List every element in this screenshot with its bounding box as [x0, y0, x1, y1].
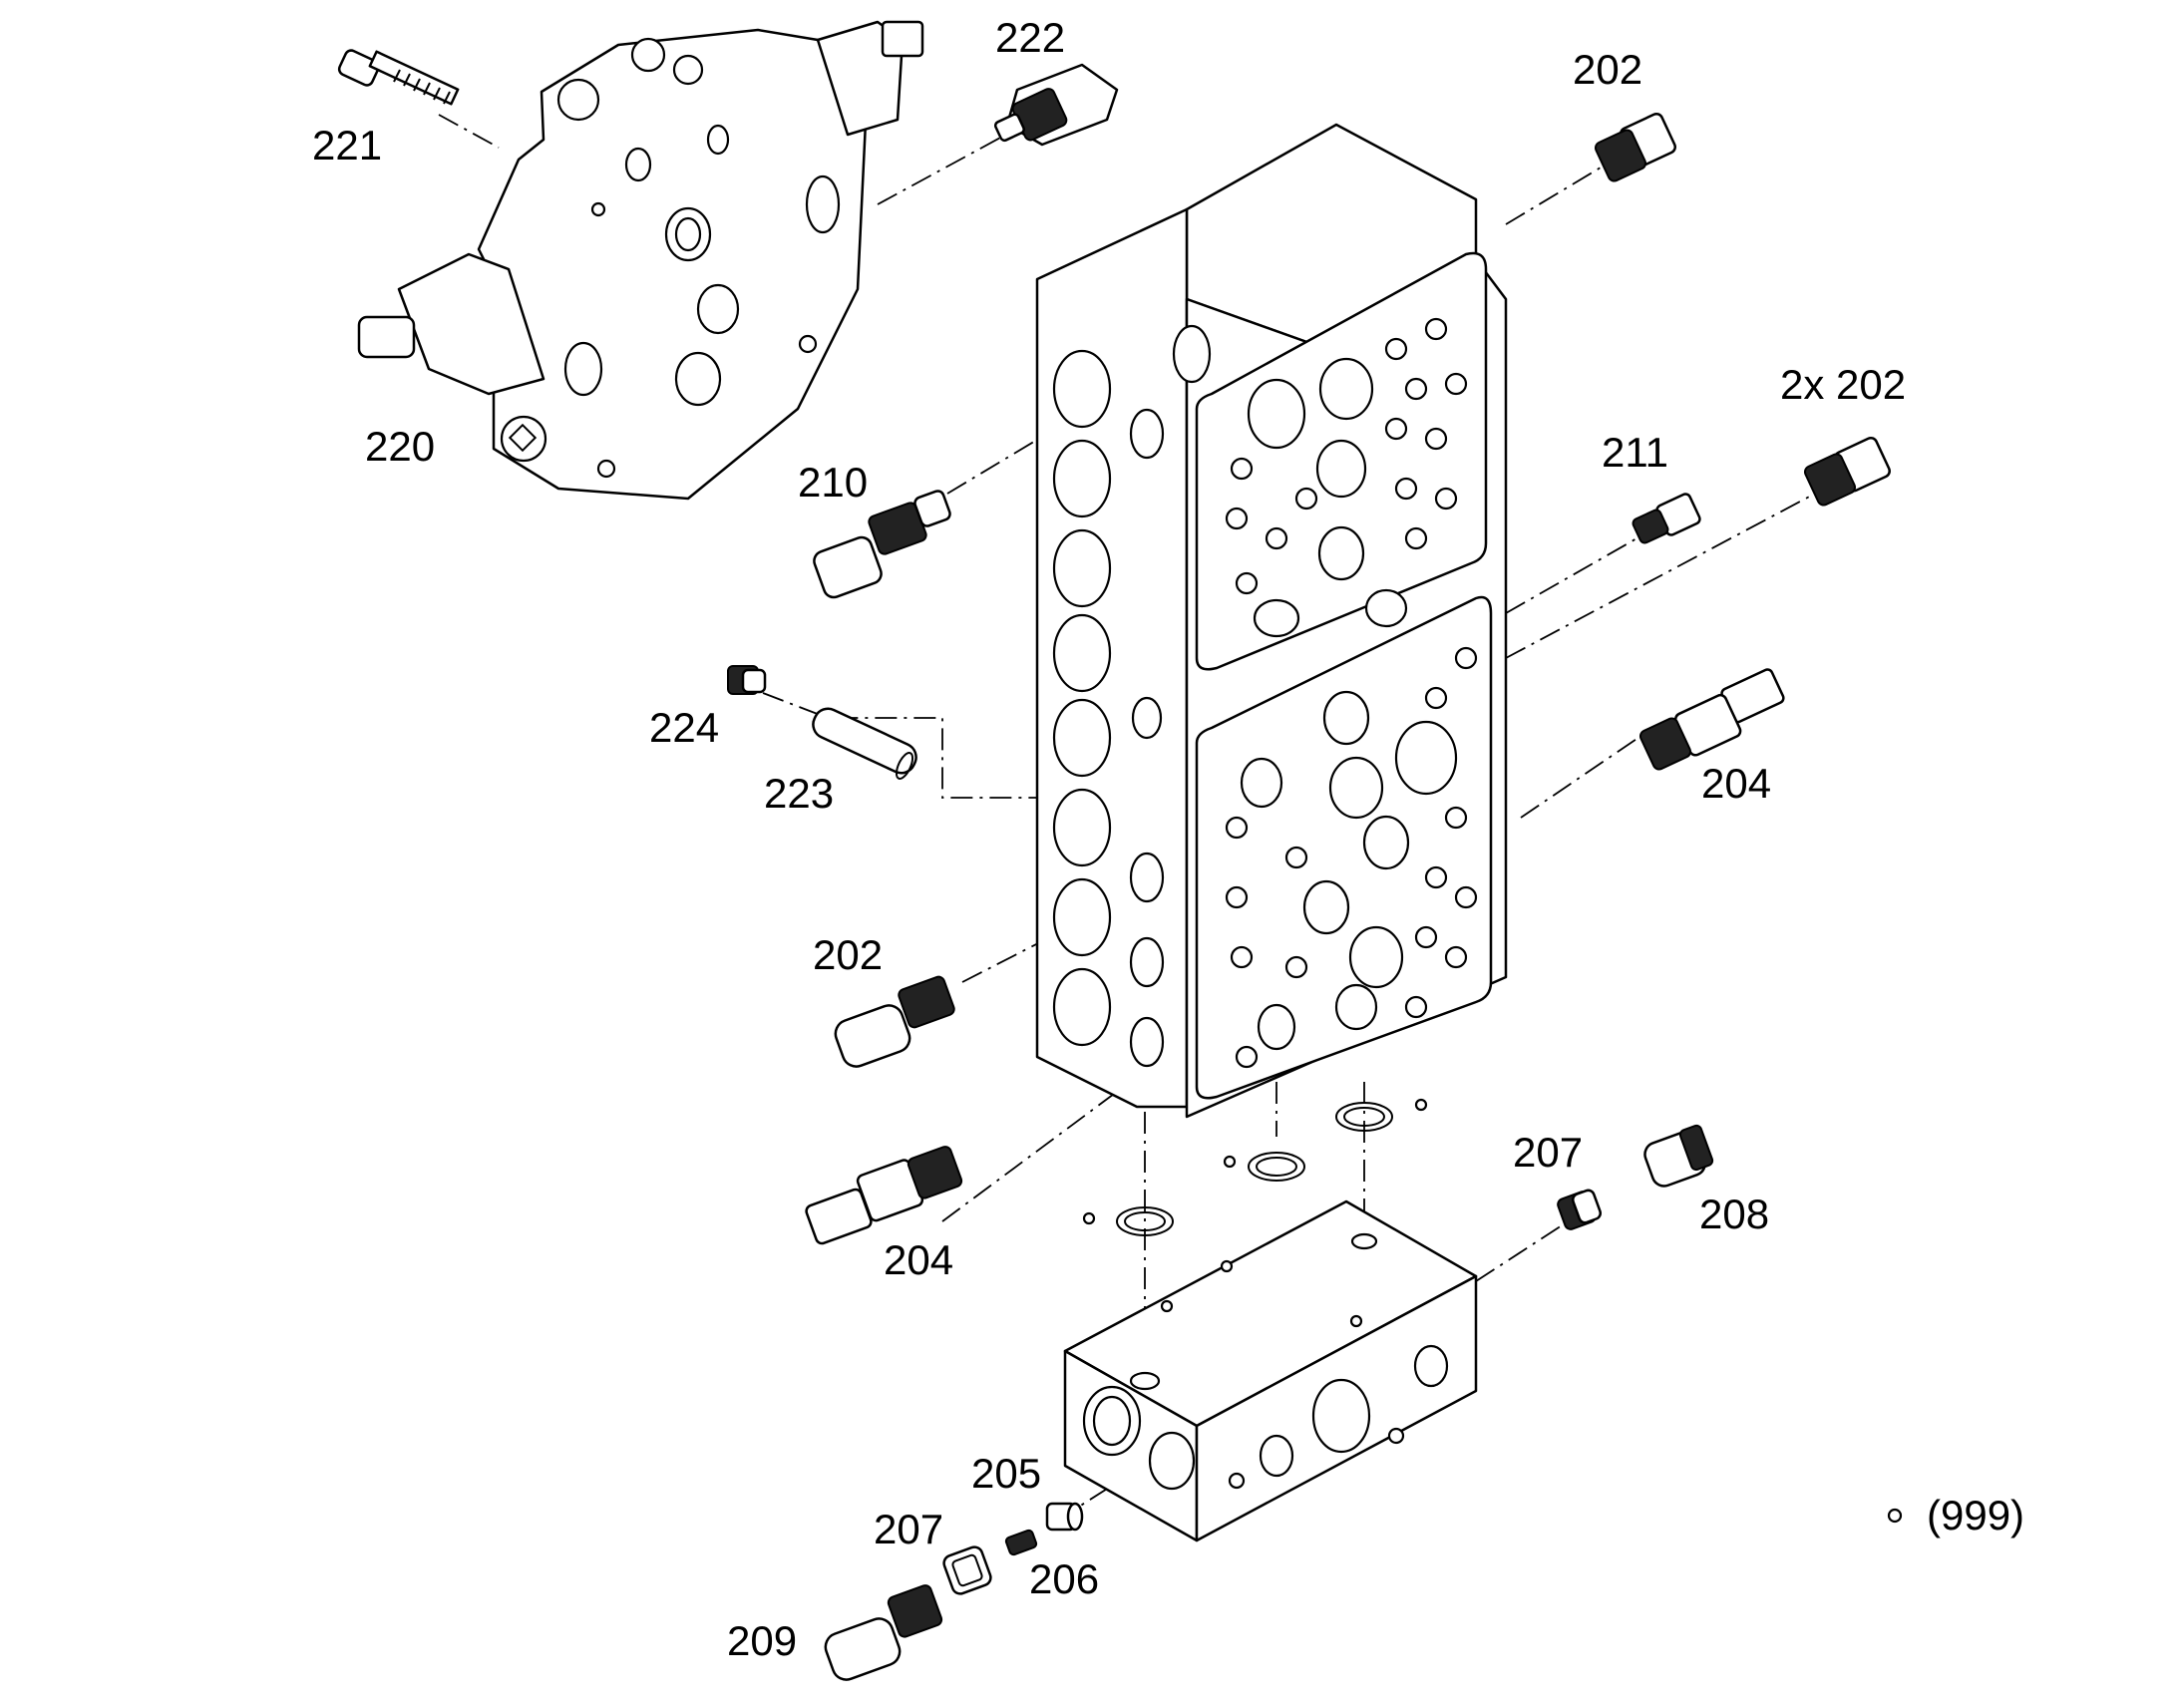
- part-223-pin: [812, 707, 917, 780]
- label-202-top: 202: [1573, 46, 1642, 93]
- part-224-plug: [727, 665, 767, 695]
- part-222-plug: [993, 63, 1119, 147]
- label-209: 209: [727, 1617, 797, 1664]
- label-211: 211: [1602, 429, 1668, 476]
- label-2x-202: 2x 202: [1780, 361, 1906, 408]
- part-206-spring: [1004, 1529, 1038, 1556]
- label-206: 206: [1029, 1555, 1099, 1602]
- part-204-left: [805, 1146, 963, 1245]
- small-circle-icon: [1887, 1508, 1903, 1524]
- part-210: [813, 490, 951, 599]
- part-2x202: [1803, 436, 1891, 507]
- part-211: [1632, 493, 1701, 544]
- main-valve-block: [1035, 123, 1508, 1119]
- o-rings: [1082, 1098, 1428, 1236]
- part-221-bolt: [337, 49, 460, 106]
- part-208: [1643, 1124, 1714, 1188]
- label-220: 220: [365, 423, 435, 470]
- label-221: 221: [312, 122, 382, 169]
- part-202-left: [834, 975, 955, 1068]
- label-207-left: 207: [874, 1506, 943, 1552]
- label-210: 210: [798, 459, 868, 506]
- part-207-right: [1557, 1189, 1603, 1230]
- label-999: (999): [1927, 1492, 2024, 1538]
- part-labels: 221 222 220 202 2x 202 211 210 224 223 2…: [312, 14, 2024, 1664]
- part-202-top: [1594, 112, 1676, 182]
- inlet-block: [1063, 1199, 1478, 1542]
- label-204-left: 204: [884, 1236, 953, 1283]
- label-223: 223: [764, 770, 834, 817]
- label-222: 222: [995, 14, 1065, 61]
- label-208: 208: [1699, 1191, 1769, 1237]
- part-205: [1045, 1502, 1084, 1532]
- part-209: [824, 1584, 943, 1681]
- part-207-left: [942, 1545, 992, 1595]
- label-202-left: 202: [813, 931, 883, 978]
- part-220-end-cover: [357, 20, 924, 501]
- label-204-right: 204: [1701, 760, 1771, 807]
- label-205: 205: [971, 1450, 1041, 1497]
- label-207-right: 207: [1513, 1129, 1583, 1176]
- part-204-right: [1638, 668, 1785, 771]
- label-224: 224: [649, 704, 719, 751]
